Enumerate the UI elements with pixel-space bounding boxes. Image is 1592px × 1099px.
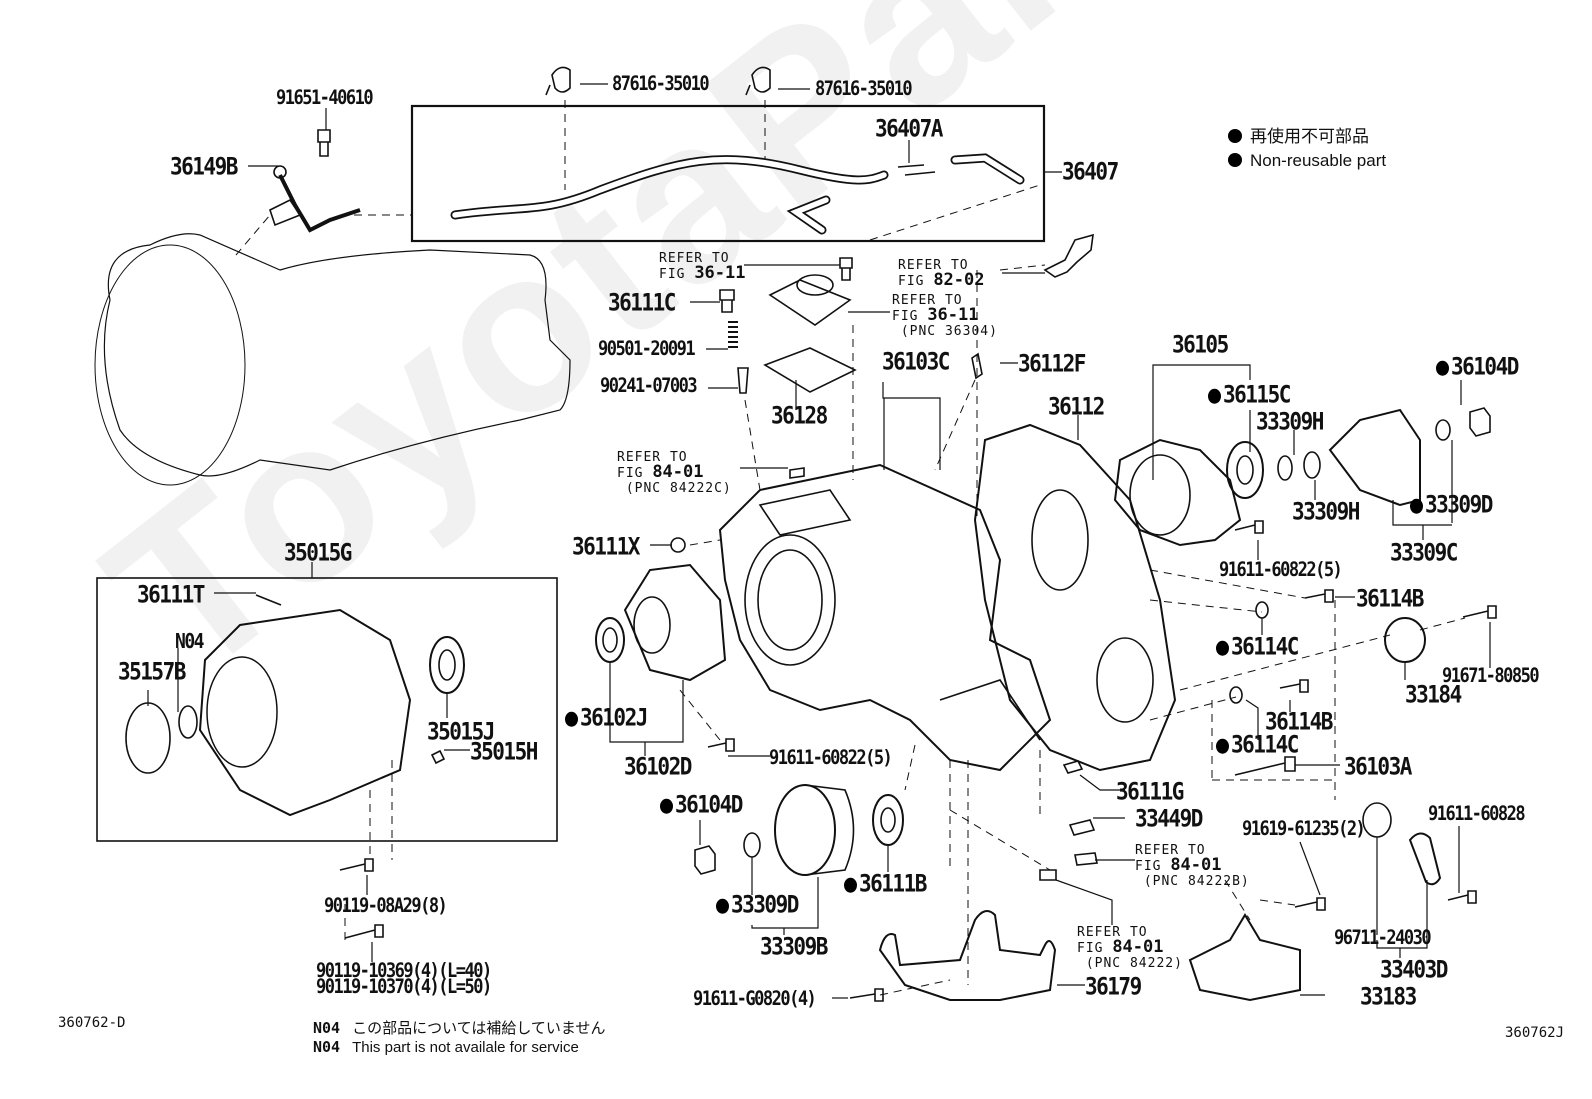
figure-code-left: 360762-D bbox=[58, 1015, 126, 1031]
part-label-90241-07003[interactable]: 90241-07003 bbox=[600, 374, 698, 398]
part-label-36102D[interactable]: 36102D bbox=[624, 752, 692, 781]
part-label-33309D-a[interactable]: 33309D bbox=[1410, 492, 1493, 517]
transmission-outline bbox=[94, 233, 571, 486]
extension-adapter-group-box bbox=[96, 577, 558, 842]
non-reusable-dot-icon bbox=[1436, 360, 1449, 376]
figure-code-right: 360762J bbox=[1505, 1025, 1565, 1041]
legend-jp: 再使用不可部品 bbox=[1228, 125, 1386, 149]
part-label-36112F[interactable]: 36112F bbox=[1018, 349, 1086, 378]
part-label-91611-60822-a[interactable]: 91611-60822(5) bbox=[769, 746, 893, 770]
part-label-91611-60828[interactable]: 91611-60828 bbox=[1428, 802, 1526, 826]
part-label-33449D[interactable]: 33449D bbox=[1135, 804, 1203, 833]
part-label-33184[interactable]: 33184 bbox=[1405, 680, 1462, 709]
part-label-36114C-a[interactable]: 36114C bbox=[1216, 634, 1299, 659]
assembly-lines bbox=[235, 100, 1466, 996]
non-reusable-dot-icon bbox=[1228, 129, 1242, 143]
non-reusable-dot-icon bbox=[1216, 640, 1229, 656]
non-reusable-dot-icon bbox=[1216, 738, 1229, 754]
extension-housing-36105 bbox=[1113, 438, 1242, 547]
part-label-36114B-b[interactable]: 36114B bbox=[1265, 707, 1333, 736]
part-label-36111X[interactable]: 36111X bbox=[572, 532, 640, 561]
part-label-87616-35010-a[interactable]: 87616-35010 bbox=[612, 72, 710, 96]
part-label-36104D-a[interactable]: 36104D bbox=[1436, 354, 1519, 379]
non-reusable-dot-icon bbox=[660, 798, 673, 814]
part-label-36179[interactable]: 36179 bbox=[1085, 972, 1142, 1001]
leader-lines bbox=[147, 83, 1491, 999]
non-reusable-dot-icon bbox=[716, 898, 729, 914]
refer-to-fig-84-01-c[interactable]: REFER TO FIG 84-01 (PNC 84222C) bbox=[617, 450, 732, 496]
refer-to-fig-82-02[interactable]: REFER TO FIG 82-02 bbox=[898, 258, 985, 290]
rear-case-36112 bbox=[973, 423, 1177, 772]
part-label-35015H[interactable]: 35015H bbox=[470, 737, 538, 766]
main-case-36103C bbox=[718, 463, 1052, 772]
part-label-33309C[interactable]: 33309C bbox=[1390, 538, 1458, 567]
part-label-33183[interactable]: 33183 bbox=[1360, 982, 1417, 1011]
part-label-36105[interactable]: 36105 bbox=[1172, 330, 1229, 359]
part-label-91671-80850[interactable]: 91671-80850 bbox=[1442, 664, 1540, 688]
part-label-33309H-b[interactable]: 33309H bbox=[1292, 497, 1360, 526]
part-label-90501-20091[interactable]: 90501-20091 bbox=[598, 337, 696, 361]
part-label-91611-G0820[interactable]: 91611-G0820(4) bbox=[693, 987, 817, 1011]
part-label-91651-40610[interactable]: 91651-40610 bbox=[276, 86, 374, 110]
part-label-33403D[interactable]: 33403D bbox=[1380, 955, 1448, 984]
refer-to-fig-36-11-a[interactable]: REFER TO FIG 36-11 bbox=[659, 251, 746, 283]
part-label-36149B[interactable]: 36149B bbox=[170, 152, 238, 181]
part-label-91619-61235[interactable]: 91619-61235(2) bbox=[1242, 817, 1366, 841]
non-reusable-dot-icon bbox=[844, 877, 857, 893]
part-label-90119-08A29[interactable]: 90119-08A29(8) bbox=[324, 894, 448, 918]
part-label-33309B[interactable]: 33309B bbox=[760, 932, 828, 961]
part-label-96711-24030[interactable]: 96711-24030 bbox=[1334, 926, 1432, 950]
part-label-36407A[interactable]: 36407A bbox=[875, 114, 943, 143]
part-label-35015G[interactable]: 35015G bbox=[284, 538, 352, 567]
part-label-36102J[interactable]: 36102J bbox=[565, 705, 648, 730]
part-label-36112[interactable]: 36112 bbox=[1048, 392, 1105, 421]
part-label-36103C[interactable]: 36103C bbox=[882, 347, 950, 376]
part-label-N04[interactable]: N04 bbox=[175, 629, 205, 654]
part-label-36103A[interactable]: 36103A bbox=[1344, 752, 1412, 781]
part-label-87616-35010-b[interactable]: 87616-35010 bbox=[815, 77, 913, 101]
breather-hose-group-box bbox=[410, 104, 1046, 243]
part-label-36128[interactable]: 36128 bbox=[771, 401, 828, 430]
refer-to-fig-84-01[interactable]: REFER TO FIG 84-01 (PNC 84222) bbox=[1077, 925, 1183, 971]
part-label-33309H-a[interactable]: 33309H bbox=[1256, 407, 1324, 436]
part-label-36114C-b[interactable]: 36114C bbox=[1216, 732, 1299, 757]
part-label-90119-10370[interactable]: 90119-10370(4)(L=50) bbox=[316, 975, 492, 999]
part-label-36115C[interactable]: 36115C bbox=[1208, 382, 1291, 407]
part-label-36111G[interactable]: 36111G bbox=[1116, 777, 1184, 806]
refer-to-fig-36-11-b[interactable]: REFER TO FIG 36-11 (PNC 36304) bbox=[892, 293, 998, 339]
non-reusable-dot-icon bbox=[1228, 153, 1242, 167]
part-label-36111T[interactable]: 36111T bbox=[137, 580, 205, 609]
part-label-90119-10369[interactable]: 90119-10369(4)(L=40) bbox=[316, 959, 492, 983]
part-label-33309D-b[interactable]: 33309D bbox=[716, 892, 799, 917]
part-label-36111C[interactable]: 36111C bbox=[608, 288, 676, 317]
part-label-91611-60822-b[interactable]: 91611-60822(5) bbox=[1219, 558, 1343, 582]
refer-to-fig-84-01-b[interactable]: REFER TO FIG 84-01 (PNC 84222B) bbox=[1135, 843, 1250, 889]
legend-en: Non-reusable part bbox=[1228, 149, 1386, 173]
part-label-36407[interactable]: 36407 bbox=[1062, 157, 1119, 186]
part-label-36104D-b[interactable]: 36104D bbox=[660, 792, 743, 817]
part-label-36114B-a[interactable]: 36114B bbox=[1356, 584, 1424, 613]
part-label-35015J[interactable]: 35015J bbox=[427, 717, 495, 746]
non-reusable-dot-icon bbox=[1208, 388, 1221, 404]
non-reusable-dot-icon bbox=[1410, 498, 1423, 514]
non-reusable-dot-icon bbox=[565, 711, 578, 727]
part-label-36111B[interactable]: 36111B bbox=[844, 871, 927, 896]
part-label-35157B[interactable]: 35157B bbox=[118, 657, 186, 686]
legend: 再使用不可部品 Non-reusable part bbox=[1228, 125, 1386, 173]
